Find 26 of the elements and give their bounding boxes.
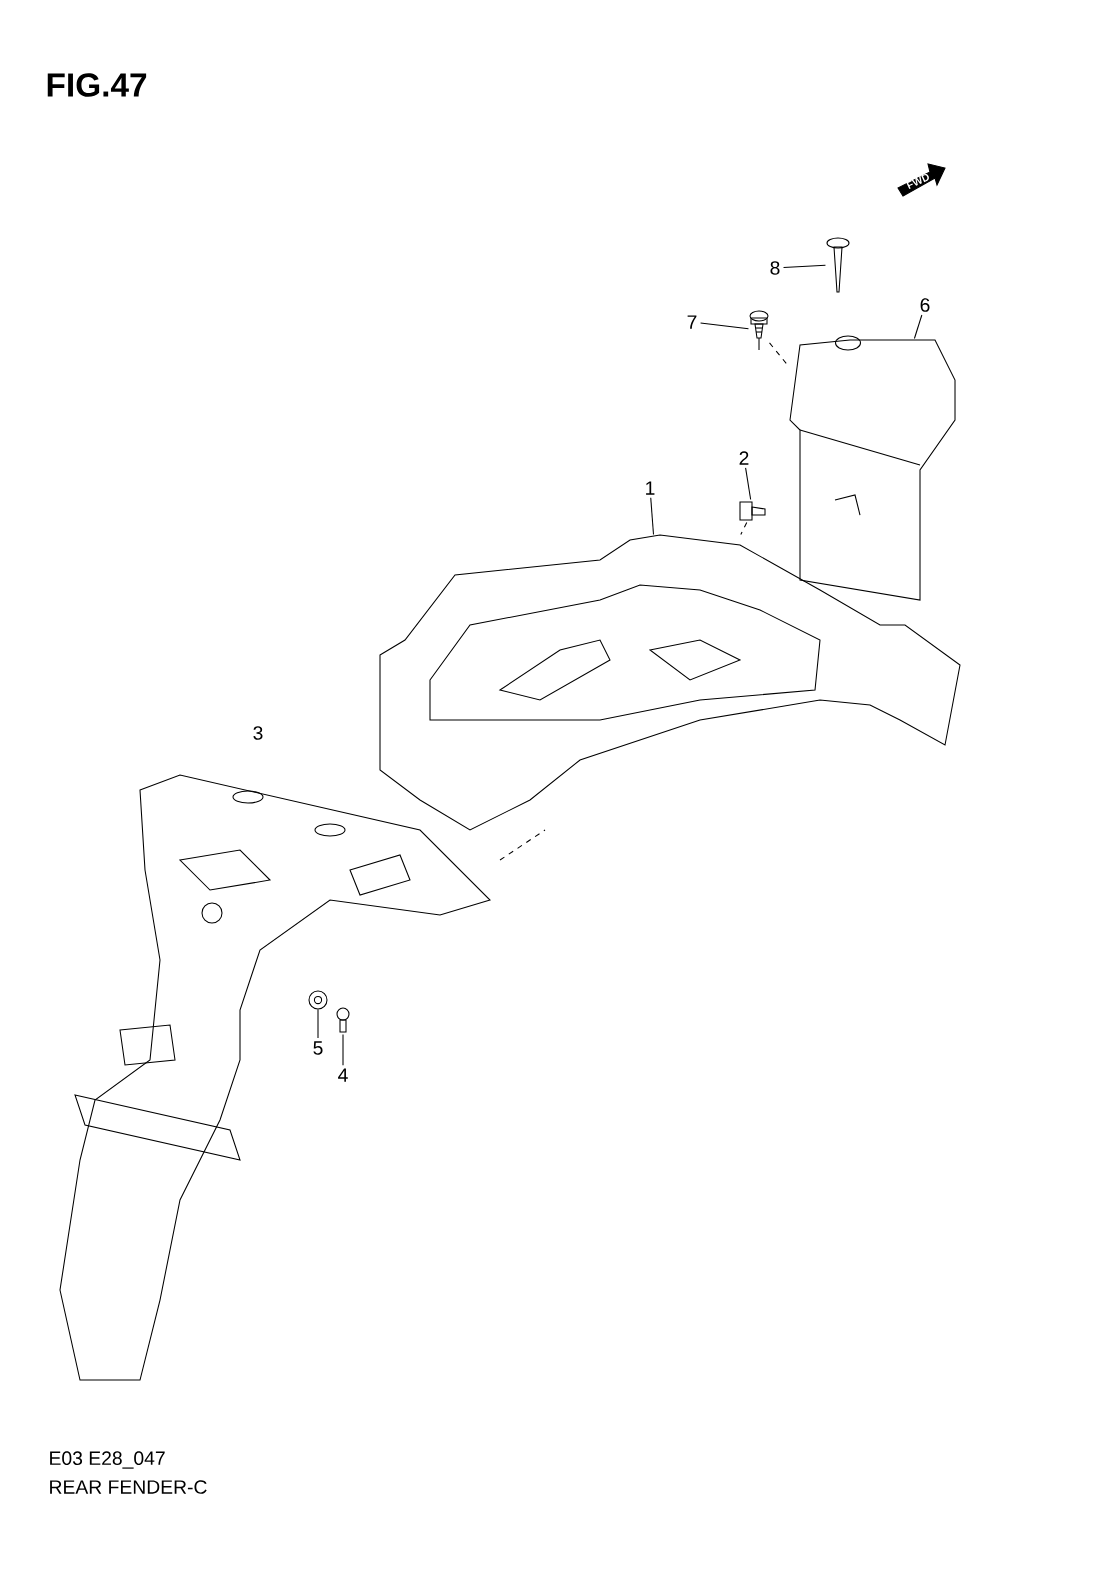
- leader-line: [913, 314, 923, 339]
- callout-number: 3: [253, 726, 263, 740]
- leader-line: [342, 1034, 344, 1066]
- clip-drawing: [749, 310, 769, 351]
- callout-number: 4: [338, 1068, 348, 1082]
- figure-title: FIG.47: [47, 73, 147, 97]
- callout-number: 7: [687, 315, 697, 329]
- callout-number: 2: [739, 451, 749, 465]
- bolt-drawing: [739, 501, 766, 521]
- callout-number: 5: [313, 1041, 323, 1055]
- screw-drawing: [826, 237, 850, 293]
- fender-drawing: [379, 534, 961, 831]
- callout-number: 8: [770, 261, 780, 275]
- callout-number: 1: [646, 481, 655, 495]
- washer-drawing: [308, 990, 328, 1010]
- box-drawing: [789, 335, 956, 601]
- screw-drawing: [336, 1007, 350, 1033]
- caption: REAR FENDER-C: [50, 1480, 207, 1494]
- leader-line: [700, 322, 749, 330]
- callout-number: 6: [920, 298, 930, 312]
- leader-line: [783, 264, 826, 269]
- drawing-code: E03 E28_047: [50, 1451, 165, 1469]
- leader-line: [650, 497, 655, 535]
- leader-line: [745, 467, 752, 500]
- leader-line: [317, 1009, 319, 1039]
- leader-line: [740, 522, 748, 535]
